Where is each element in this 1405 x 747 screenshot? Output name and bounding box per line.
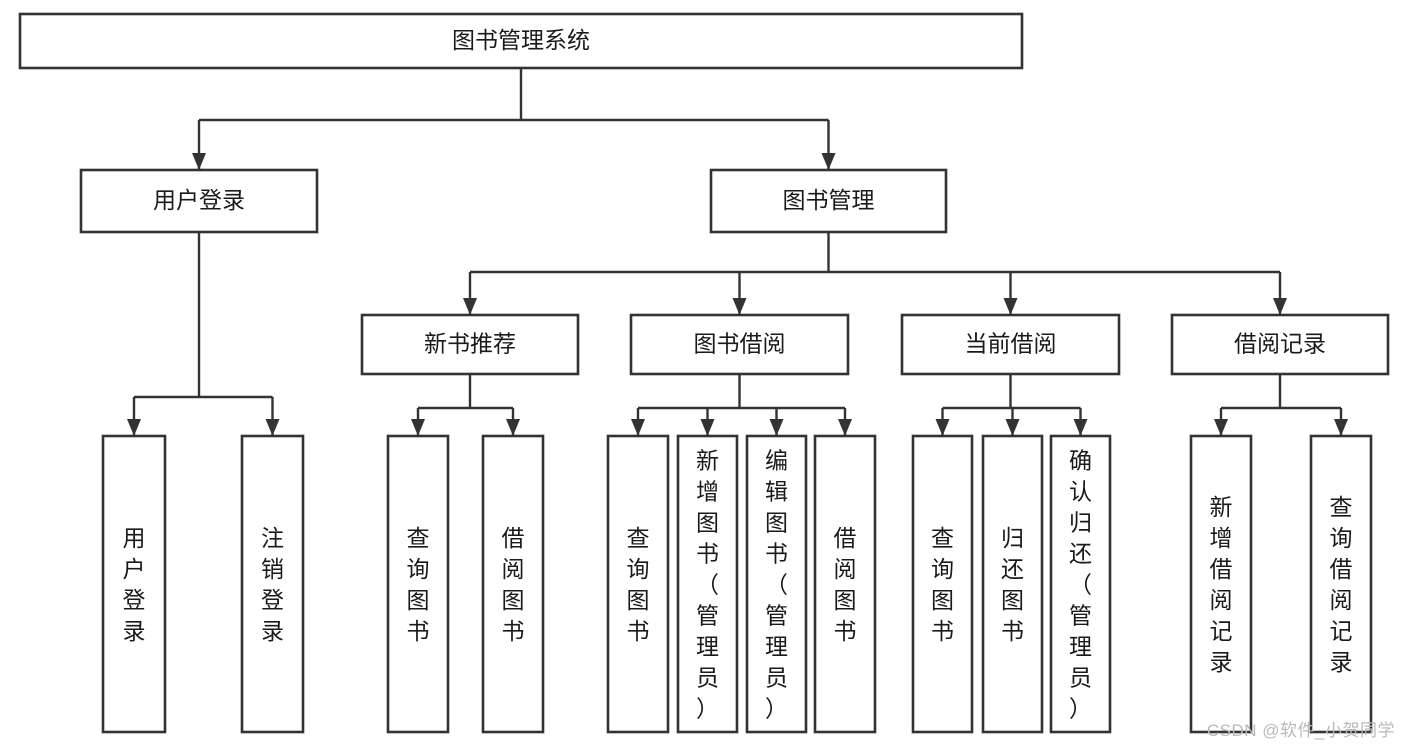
watermark-text: CSDN @软件_小贺同学 (1206, 721, 1395, 740)
node-leaf-query-record-label: 查询借阅记录 (1330, 494, 1353, 675)
node-leaf-edit-book-label: 编辑图书（管理员） (765, 448, 788, 722)
node-leaf-borrow-book-1[interactable]: 借阅图书 (481, 434, 545, 734)
node-root[interactable]: 图书管理系统 (18, 12, 1024, 70)
node-root-label: 图书管理系统 (452, 27, 590, 53)
node-leaf-query-book-3-label: 查询图书 (931, 525, 954, 644)
node-leaf-logout[interactable]: 注销登录 (240, 434, 305, 734)
node-leaf-add-book-box[interactable] (676, 434, 739, 734)
node-book-manage-label: 图书管理 (783, 187, 875, 213)
node-leaf-edit-book[interactable]: 编辑图书（管理员） (745, 434, 808, 734)
node-leaf-query-book-1-label: 查询图书 (407, 525, 430, 644)
arrow-head-icon (732, 298, 747, 315)
node-leaf-return-book-label: 归还图书 (1001, 525, 1024, 644)
node-leaf-borrow-book-2-label: 借阅图书 (834, 525, 857, 644)
node-leaf-user-login[interactable]: 用户登录 (101, 434, 167, 734)
arrow-head-icon (1334, 419, 1348, 436)
node-leaf-query-record[interactable]: 查询借阅记录 (1309, 434, 1373, 734)
node-current-borrow[interactable]: 当前借阅 (900, 313, 1121, 376)
node-leaf-query-book-2-box[interactable] (606, 434, 670, 734)
node-user-login[interactable]: 用户登录 (79, 168, 319, 234)
arrow-head-icon (821, 153, 836, 170)
node-current-borrow-label: 当前借阅 (965, 331, 1057, 357)
arrow-head-icon (265, 419, 280, 436)
node-leaf-add-record-label: 新增借阅记录 (1210, 494, 1233, 675)
node-user-login-label: 用户登录 (153, 187, 245, 213)
node-boxes: 图书管理系统用户登录图书管理新书推荐图书借阅当前借阅借阅记录用户登录注销登录查询… (18, 12, 1390, 734)
arrow-head-icon (1003, 298, 1018, 315)
node-leaf-edit-book-box[interactable] (745, 434, 808, 734)
node-leaf-query-book-1[interactable]: 查询图书 (386, 434, 450, 734)
connector-lines (127, 68, 1348, 436)
node-book-borrow-box[interactable] (629, 313, 850, 376)
node-leaf-borrow-book-2-box[interactable] (813, 434, 877, 734)
node-current-borrow-box[interactable] (900, 313, 1121, 376)
arrow-head-icon (1214, 419, 1228, 436)
arrow-head-icon (1005, 419, 1020, 436)
node-leaf-return-book[interactable]: 归还图书 (981, 434, 1044, 734)
node-leaf-user-login-box[interactable] (101, 434, 167, 734)
node-user-login-box[interactable] (79, 168, 319, 234)
node-leaf-logout-box[interactable] (240, 434, 305, 734)
node-book-manage-box[interactable] (709, 168, 948, 234)
node-borrow-record-box[interactable] (1170, 313, 1390, 376)
arrow-head-icon (769, 419, 784, 436)
node-borrow-record[interactable]: 借阅记录 (1170, 313, 1390, 376)
arrow-head-icon (463, 298, 477, 315)
node-leaf-borrow-book-2[interactable]: 借阅图书 (813, 434, 877, 734)
node-book-borrow[interactable]: 图书借阅 (629, 313, 850, 376)
node-leaf-query-book-3-box[interactable] (911, 434, 974, 734)
arrow-head-icon (127, 419, 141, 436)
node-root-box[interactable] (18, 12, 1024, 70)
arrow-head-icon (1273, 298, 1287, 315)
node-leaf-return-book-box[interactable] (981, 434, 1044, 734)
arrow-head-icon (1073, 419, 1088, 436)
arrow-head-icon (935, 419, 950, 436)
node-borrow-record-label: 借阅记录 (1234, 331, 1326, 357)
arrow-head-icon (411, 419, 425, 436)
arrow-head-icon (506, 419, 520, 436)
node-leaf-borrow-book-1-label: 借阅图书 (502, 525, 525, 644)
node-book-manage[interactable]: 图书管理 (709, 168, 948, 234)
arrow-head-icon (700, 419, 715, 436)
node-leaf-add-record[interactable]: 新增借阅记录 (1189, 434, 1253, 734)
arrow-head-icon (631, 419, 645, 436)
arrow-head-icon (838, 419, 852, 436)
node-leaf-add-record-box[interactable] (1189, 434, 1253, 734)
node-leaf-confirm-return-box[interactable] (1049, 434, 1112, 734)
node-leaf-confirm-return[interactable]: 确认归还（管理员） (1049, 434, 1112, 734)
node-leaf-borrow-book-1-box[interactable] (481, 434, 545, 734)
node-leaf-query-book-2[interactable]: 查询图书 (606, 434, 670, 734)
node-leaf-confirm-return-label: 确认归还（管理员） (1069, 448, 1092, 722)
node-new-book-rec-label: 新书推荐 (424, 331, 516, 357)
node-leaf-user-login-label: 用户登录 (123, 525, 146, 644)
node-leaf-logout-label: 注销登录 (261, 525, 284, 644)
node-new-book-rec-box[interactable] (360, 313, 580, 376)
node-leaf-query-record-box[interactable] (1309, 434, 1373, 734)
arrow-head-icon (192, 153, 206, 170)
node-book-borrow-label: 图书借阅 (694, 331, 786, 357)
node-leaf-add-book[interactable]: 新增图书（管理员） (676, 434, 739, 734)
node-leaf-query-book-2-label: 查询图书 (627, 525, 650, 644)
node-leaf-query-book-1-box[interactable] (386, 434, 450, 734)
node-leaf-add-book-label: 新增图书（管理员） (696, 448, 719, 722)
node-leaf-query-book-3[interactable]: 查询图书 (911, 434, 974, 734)
node-new-book-rec[interactable]: 新书推荐 (360, 313, 580, 376)
